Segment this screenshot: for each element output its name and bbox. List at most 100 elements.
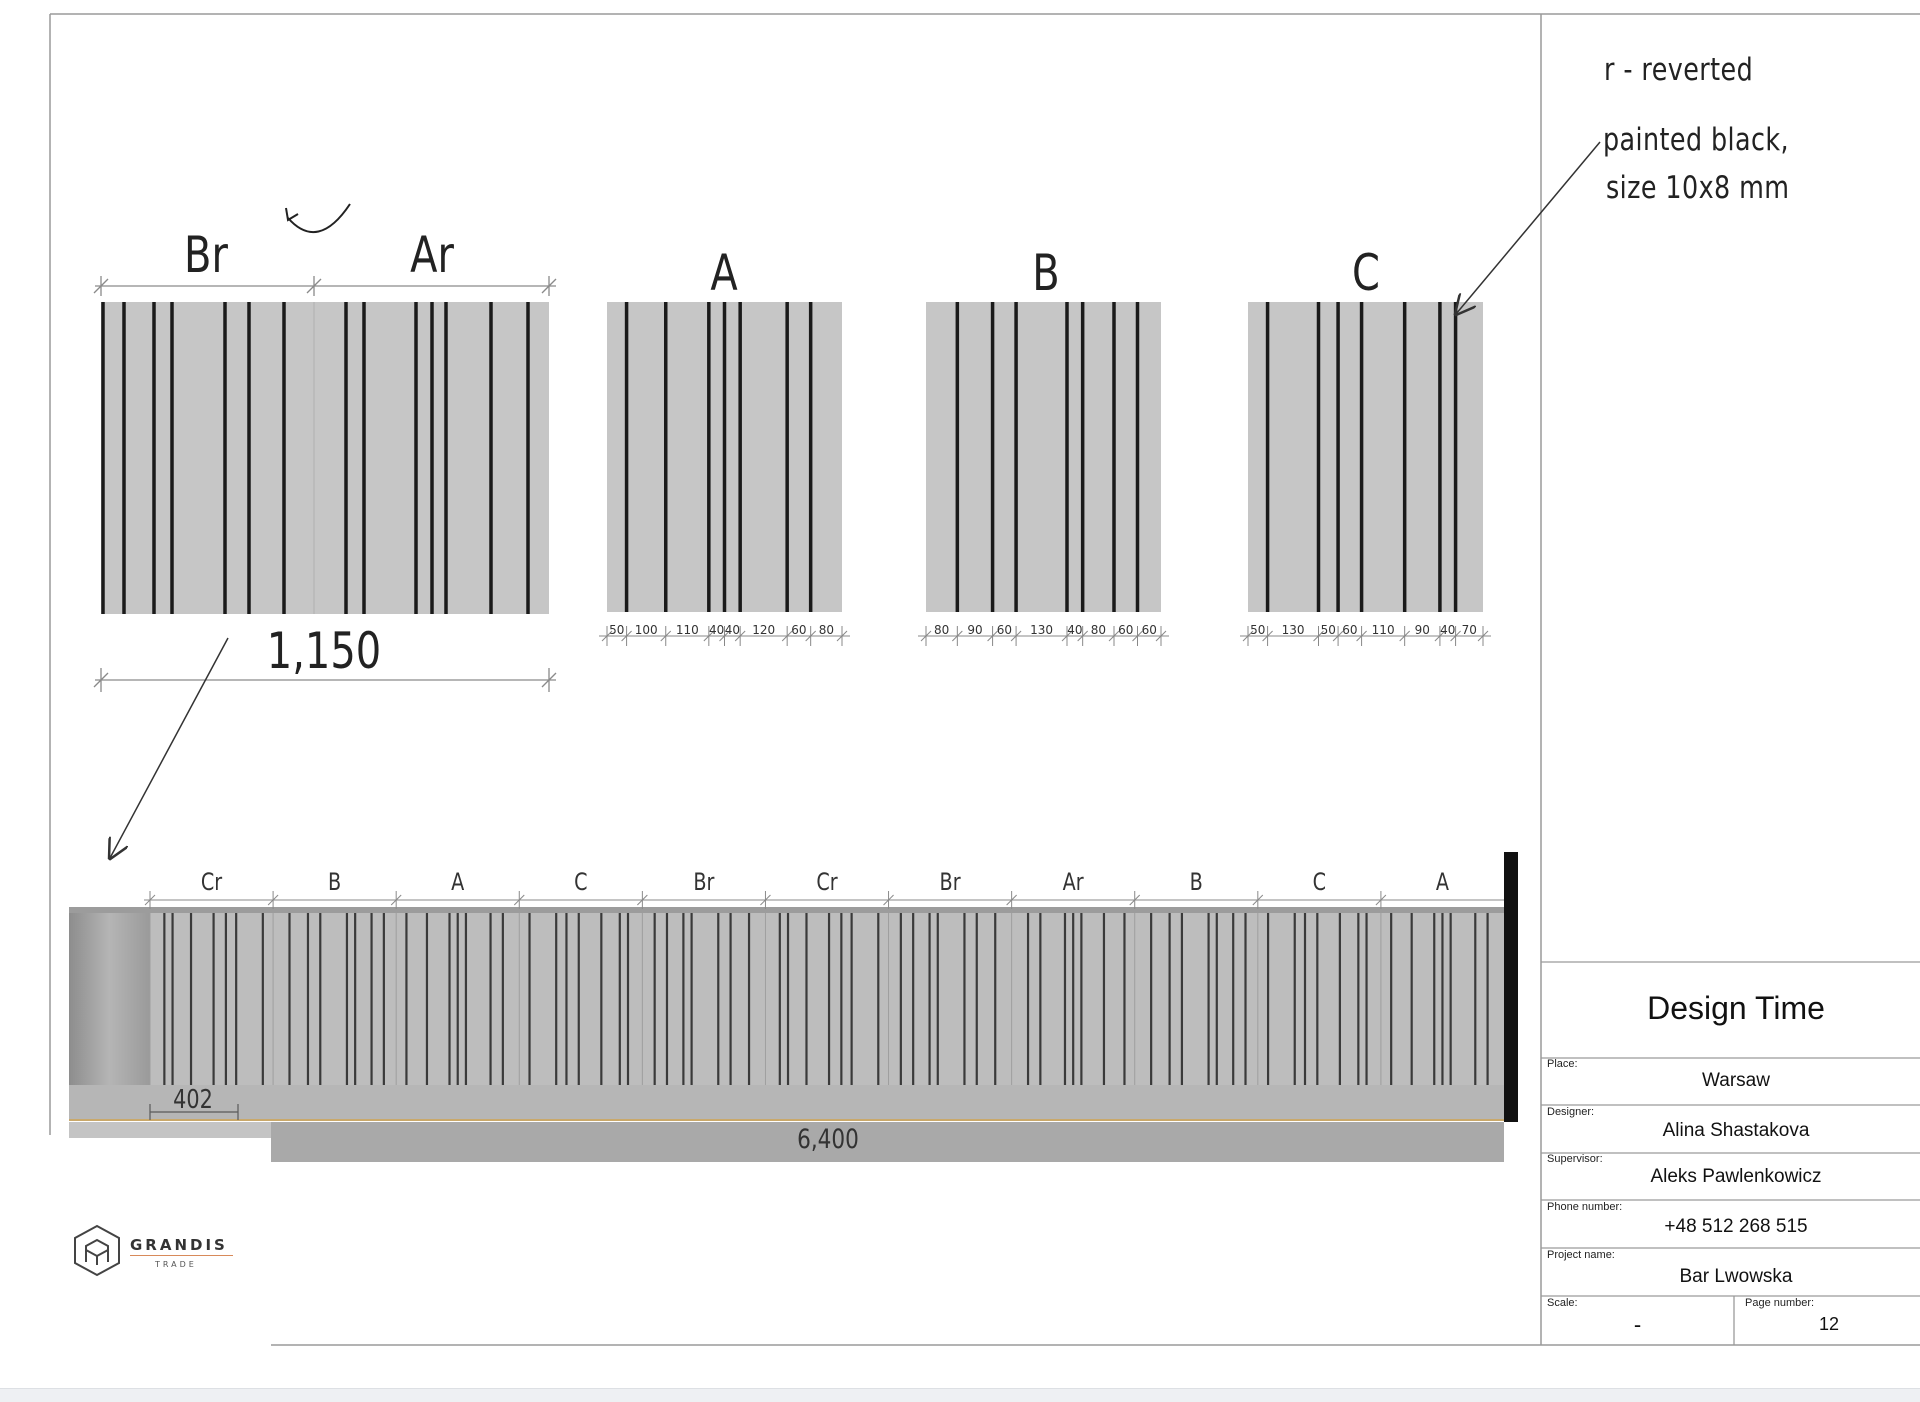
page-label: Page number: bbox=[1745, 1297, 1815, 1309]
project-value: Bar Lwowska bbox=[1679, 1266, 1793, 1287]
logo-name: GRANDIS bbox=[130, 1236, 228, 1254]
dim-value: 90 bbox=[967, 623, 982, 637]
assembled-panel: Br Ar 1,150 bbox=[93, 203, 557, 692]
sheet-frame bbox=[49, 13, 1920, 1346]
dim-tick-slash bbox=[660, 630, 672, 642]
dim-value: 110 bbox=[1372, 623, 1395, 637]
place-value: Warsaw bbox=[1702, 1070, 1770, 1091]
elevation-dim-slash bbox=[1006, 894, 1017, 906]
scale-label: Scale: bbox=[1547, 1297, 1578, 1309]
dim-value: 80 bbox=[1091, 623, 1106, 637]
project-label: Project name: bbox=[1547, 1249, 1615, 1261]
dim-value: 130 bbox=[1282, 623, 1305, 637]
elevation-segment-label: Br bbox=[693, 869, 714, 897]
dim-value: 90 bbox=[1415, 623, 1430, 637]
elevation-dim-slash bbox=[637, 894, 648, 906]
footer-bar bbox=[0, 1388, 1920, 1402]
elevation-total-dimension: 6,400 bbox=[797, 1123, 859, 1155]
dim-value: 60 bbox=[1142, 623, 1157, 637]
elevation-segment-label: C bbox=[1313, 869, 1326, 897]
assembled-stripes bbox=[101, 302, 530, 614]
dim-tick-slash bbox=[1010, 630, 1022, 642]
dim-tick-slash bbox=[601, 630, 613, 642]
panel-b: B bbox=[926, 244, 1161, 612]
dim-tick-slash bbox=[734, 630, 746, 642]
dim-value: 100 bbox=[635, 623, 658, 637]
dim-value: 40 bbox=[725, 623, 740, 637]
dim-tick-slash bbox=[1434, 630, 1446, 642]
dim-value: 60 bbox=[791, 623, 806, 637]
elevation-dim-slash bbox=[1375, 894, 1387, 906]
page-value: 12 bbox=[1818, 1314, 1840, 1334]
dim-tick-slash bbox=[1356, 630, 1367, 642]
dim-value: 60 bbox=[1342, 623, 1357, 637]
dim-tick-slash bbox=[1332, 630, 1344, 642]
elevation-dim-slash bbox=[1129, 894, 1141, 906]
dim-value: 110 bbox=[676, 623, 699, 637]
elevation-segment-label: C bbox=[574, 869, 587, 897]
elevation-dim-slash bbox=[267, 894, 279, 906]
dim-value: 120 bbox=[752, 623, 775, 637]
dim-tick-slash bbox=[1108, 630, 1120, 642]
panel-a: A bbox=[607, 244, 842, 612]
bar-end-post bbox=[1504, 852, 1518, 1122]
dim-tick-slash bbox=[920, 630, 932, 642]
phone-value: +48 512 268 515 bbox=[1664, 1216, 1808, 1237]
dim-tick-slash bbox=[1155, 630, 1167, 642]
logo-sub: TRADE bbox=[155, 1260, 197, 1269]
designer-value: Alina Shastakova bbox=[1662, 1120, 1810, 1141]
panel-label-br: Br bbox=[184, 226, 228, 285]
dim-tick-slash bbox=[1262, 630, 1273, 642]
company-title: Design Time bbox=[1647, 990, 1825, 1026]
dim-tick-slash bbox=[1077, 630, 1089, 642]
dim-tick-slash bbox=[1450, 630, 1461, 642]
elevation-dim-slash bbox=[883, 894, 894, 906]
dim-tick-slash bbox=[1132, 630, 1143, 642]
panel-label-ar: Ar bbox=[410, 226, 454, 285]
elevation-segment-label: Br bbox=[940, 869, 961, 897]
dim-tick-slash bbox=[1477, 630, 1489, 642]
elevation-dim-slash bbox=[1252, 894, 1264, 906]
dim-value: 50 bbox=[1250, 623, 1265, 637]
elevation-stripes bbox=[149, 913, 1489, 1085]
dim-tick-slash bbox=[951, 630, 963, 642]
panel-c: C bbox=[1248, 244, 1483, 612]
elevation-dim-slash bbox=[760, 894, 771, 906]
dim-value: 80 bbox=[819, 623, 834, 637]
scale-value: - bbox=[1633, 1312, 1642, 1337]
dim-value: 60 bbox=[997, 623, 1012, 637]
end-dimension: 402 bbox=[173, 1084, 213, 1115]
dim-tick-slash bbox=[987, 630, 998, 642]
designer-label: Designer: bbox=[1547, 1106, 1595, 1118]
supervisor-value: Aleks Pawlenkowicz bbox=[1650, 1166, 1822, 1187]
elevation-segment-label: Cr bbox=[201, 869, 222, 897]
dim-value: 40 bbox=[1440, 623, 1455, 637]
dim-tick-slash bbox=[836, 630, 848, 642]
title-block bbox=[1541, 961, 1920, 1345]
elevation-segment-label: Cr bbox=[816, 869, 837, 897]
logo-divider bbox=[130, 1255, 233, 1256]
dim-tick-slash bbox=[781, 630, 793, 642]
dim-tick-slash bbox=[1061, 630, 1073, 642]
elevation-segment-label: A bbox=[451, 869, 464, 897]
paint-note-line1: painted black, bbox=[1603, 122, 1790, 158]
dim-tick-slash bbox=[805, 630, 817, 642]
dim-tick-slash bbox=[1313, 630, 1324, 642]
assembled-bottom-dim bbox=[93, 668, 557, 692]
elevation-segment-label: B bbox=[1190, 869, 1203, 897]
dim-value: 50 bbox=[609, 623, 624, 637]
dim-tick-slash bbox=[1399, 630, 1411, 642]
reverted-note: r - reverted bbox=[1604, 52, 1754, 88]
elevation-dim-slash bbox=[390, 894, 402, 906]
elevation-segment-label: Ar bbox=[1063, 869, 1084, 897]
panel-label-a: A bbox=[710, 244, 737, 303]
rotate-arrow-icon bbox=[287, 203, 351, 234]
dim-tick-slash bbox=[621, 630, 632, 642]
leader-arrow-elevation bbox=[110, 637, 229, 858]
assembled-top-dim bbox=[93, 276, 557, 296]
supervisor-label: Supervisor: bbox=[1547, 1153, 1603, 1165]
dim-tick-slash bbox=[703, 630, 715, 642]
dim-value: 70 bbox=[1462, 623, 1477, 637]
